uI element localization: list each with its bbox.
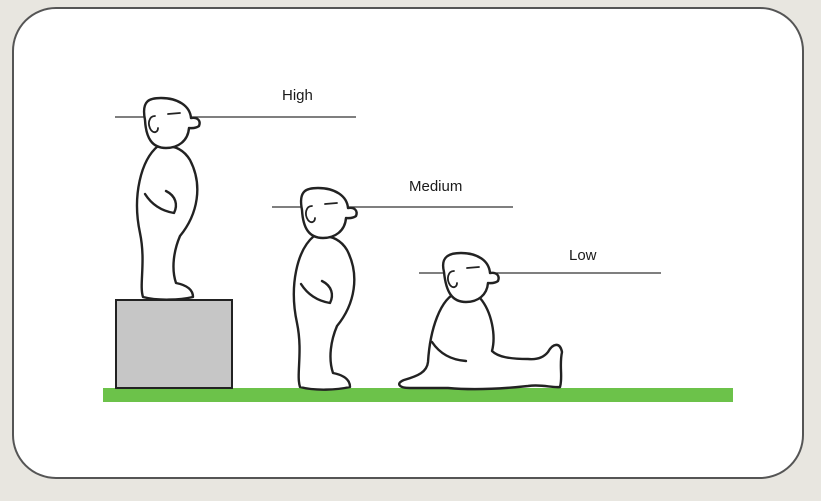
figure-high-standing xyxy=(137,98,200,300)
label-low: Low xyxy=(569,247,597,264)
standing-box xyxy=(116,300,232,388)
ground-strip xyxy=(103,388,733,402)
figure-medium-standing xyxy=(294,188,357,390)
label-medium: Medium xyxy=(409,178,462,195)
label-high: High xyxy=(282,87,313,104)
